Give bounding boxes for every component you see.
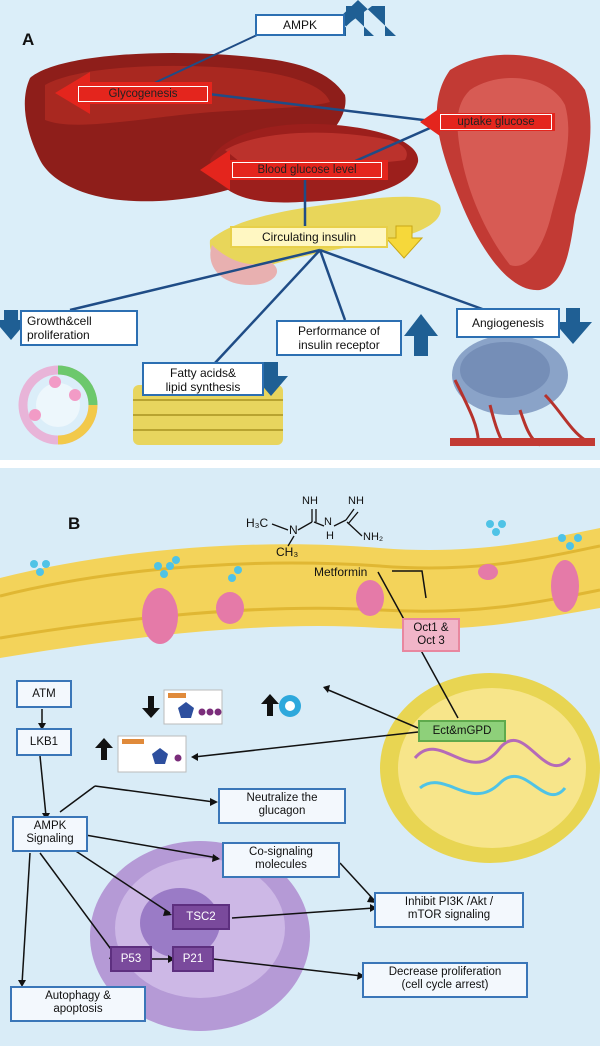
tsc2-box: TSC2 [172, 904, 230, 930]
angiogenesis-down-arrow [554, 308, 592, 344]
chem-n-mid: N [324, 516, 332, 528]
growth-down-arrow [0, 310, 28, 340]
growth-line2: proliferation [27, 328, 90, 342]
autophagy-apoptosis-box: Autophagy & apoptosis [10, 986, 146, 1022]
decrease-line1: Decrease proliferation [388, 966, 502, 978]
growth-line1: Growth&cell [27, 314, 92, 328]
cell-membrane [0, 528, 600, 658]
receptor-up-arrow [404, 314, 438, 356]
fatty-acids-box: Fatty acids& lipid synthesis [142, 362, 264, 396]
atm-box: ATM [16, 680, 72, 708]
ampk-signaling-box: AMPK Signaling [12, 816, 88, 852]
chem-nh2: NH₂ [363, 531, 384, 543]
receptor-line1: Performance of [297, 324, 381, 338]
inhibit-pi3k-box: Inhibit PI3K /Akt / mTOR signaling [374, 892, 524, 928]
insulin-down-arrow [384, 225, 424, 259]
ect-mgpd-box: Ect&mGPD [418, 720, 506, 742]
neutralize-glucagon-box: Neutralize the glucagon [218, 788, 346, 824]
glycogenesis-label: Glycogenesis [78, 86, 208, 102]
oct-line1: Oct1 & [413, 622, 449, 634]
blood-glucose-label: Blood glucose level [232, 162, 382, 178]
up-arrow-icon [261, 694, 279, 716]
angiogenesis-box: Angiogenesis [456, 308, 560, 338]
membrane-protein [478, 564, 498, 580]
up-arrow-icon [95, 738, 113, 760]
chem-n-left: N [289, 523, 298, 537]
metformin-label: Metformin [314, 565, 368, 579]
uptake-glucose-label: uptake glucose [440, 114, 552, 130]
membrane-protein [216, 592, 244, 624]
chem-ch3: CH₃ [276, 545, 299, 559]
receptor-line2: insulin receptor [298, 338, 380, 352]
panel-b-letter: B [68, 514, 81, 533]
chem-h3c: H₃C [246, 516, 269, 530]
membrane-protein [356, 580, 384, 616]
panel-a-letter: A [22, 30, 35, 49]
decrease-proliferation-box: Decrease proliferation (cell cycle arres… [362, 962, 528, 998]
ampk-box: AMPK [255, 14, 345, 36]
chem-nh-left: NH [302, 495, 318, 507]
membrane-protein [142, 588, 178, 644]
panel-b: B H₃C N NH NH N H NH₂ CH₃ Metformin Oct1… [0, 468, 600, 1046]
fatty-line2: lipid synthesis [165, 380, 241, 394]
neutralize-line1: Neutralize the [246, 792, 318, 804]
membrane-protein [551, 560, 579, 612]
p21-box: P21 [172, 946, 214, 972]
autophagy-line2: apoptosis [53, 1003, 103, 1015]
circulating-insulin-box: Circulating insulin [230, 226, 388, 248]
chem-h: H [326, 530, 334, 542]
chem-nh-right: NH [348, 495, 364, 507]
oct-line2: Oct 3 [417, 635, 445, 647]
panel-b-illustration [0, 520, 600, 1031]
inhibit-line1: Inhibit PI3K /Akt / [404, 896, 494, 908]
cosignal-line1: Co-signaling [249, 846, 313, 858]
inhibit-line2: mTOR signaling [407, 909, 491, 921]
cosignal-line2: molecules [255, 859, 307, 871]
autophagy-line1: Autophagy & [45, 990, 111, 1002]
decrease-line2: (cell cycle arrest) [401, 979, 489, 991]
fatty-line1: Fatty acids& [169, 366, 237, 380]
insulin-receptor-box: Performance of insulin receptor [276, 320, 402, 356]
cell-cycle-illustration [36, 383, 80, 427]
fatty-acid-down-arrow [254, 362, 288, 396]
lkb1-box: LKB1 [16, 728, 72, 756]
neutralize-line2: glucagon [258, 805, 306, 817]
co-signaling-box: Co-signaling molecules [222, 842, 340, 878]
panel-a: A AMPK Glycogenesis uptake glucose Blood… [0, 0, 600, 460]
oct-transporter-box: Oct1 & Oct 3 [402, 618, 460, 652]
ampk-line2: Signaling [26, 833, 74, 845]
ampk-line1: AMPK [33, 820, 67, 832]
down-arrow-icon [142, 696, 160, 718]
p53-box: P53 [110, 946, 152, 972]
growth-proliferation-box: Growth&cell proliferation [20, 310, 138, 346]
